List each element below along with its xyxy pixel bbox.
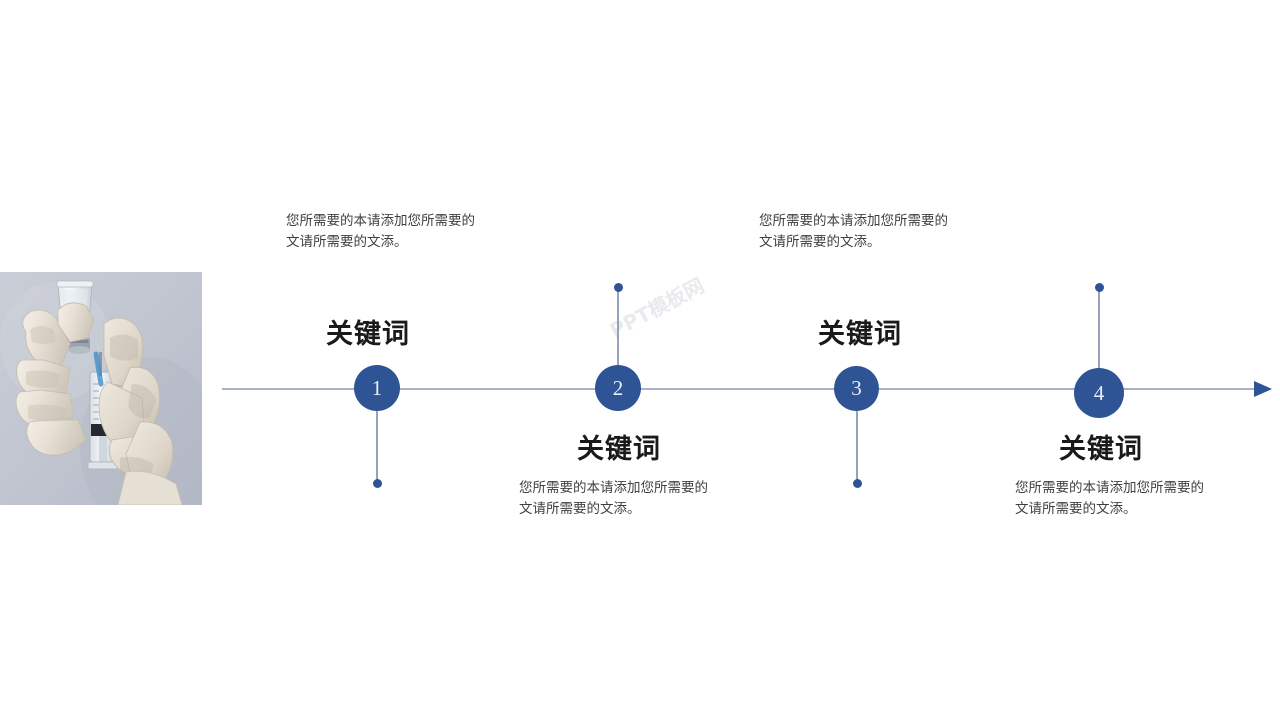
vaccine-photo [0, 272, 202, 505]
timeline-node-3[interactable]: 3 [834, 366, 879, 411]
connector-stem-2 [617, 290, 619, 380]
connector-dot-4 [1095, 283, 1104, 292]
timeline-arrow-icon [1254, 381, 1272, 397]
timeline-axis [222, 388, 1268, 390]
timeline-node-1[interactable]: 1 [354, 365, 400, 411]
connector-stem-3 [856, 400, 858, 482]
keyword-heading-3: 关键词 [818, 319, 902, 350]
keyword-heading-1: 关键词 [326, 319, 410, 350]
description-text-2: 您所需要的本请添加您所需要的文请所需要的文添。 [519, 480, 708, 517]
keyword-heading-2: 关键词 [577, 434, 661, 465]
description-text-4: 您所需要的本请添加您所需要的文请所需要的文添。 [1015, 480, 1204, 517]
connector-dot-1 [373, 479, 382, 488]
timeline-node-4[interactable]: 4 [1074, 368, 1124, 418]
connector-stem-4 [1098, 290, 1100, 382]
vaccine-photo-illustration [0, 272, 202, 505]
description-text-1: 您所需要的本请添加您所需要的文请所需要的文添。 [286, 213, 475, 250]
description-text-3: 您所需要的本请添加您所需要的文请所需要的文添。 [759, 213, 948, 250]
keyword-heading-4: 关键词 [1059, 434, 1143, 465]
watermark-text: PPT模板网 [605, 273, 709, 343]
connector-dot-3 [853, 479, 862, 488]
connector-stem-1 [376, 400, 378, 482]
timeline-node-2[interactable]: 2 [595, 365, 641, 411]
connector-dot-2 [614, 283, 623, 292]
